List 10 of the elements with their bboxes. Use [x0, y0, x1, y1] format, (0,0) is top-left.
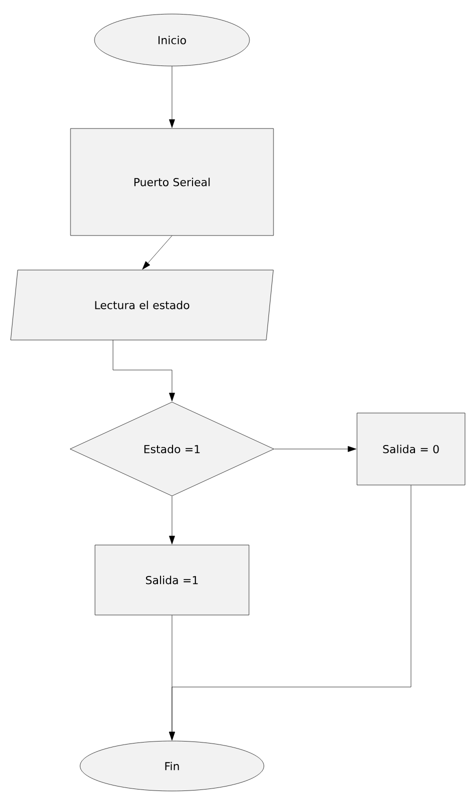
arrow — [112, 340, 175, 402]
arrow — [169, 66, 175, 128]
arrow — [142, 236, 172, 270]
process-box: Salida = 0 — [356, 412, 466, 486]
process-box: Salida =1 — [94, 544, 250, 616]
arrow — [169, 485, 412, 740]
arrow — [274, 446, 356, 452]
arrow — [169, 496, 175, 544]
process-box: Puerto Serieal — [70, 128, 274, 236]
input-parallelogram: Lectura el estado — [10, 270, 274, 340]
